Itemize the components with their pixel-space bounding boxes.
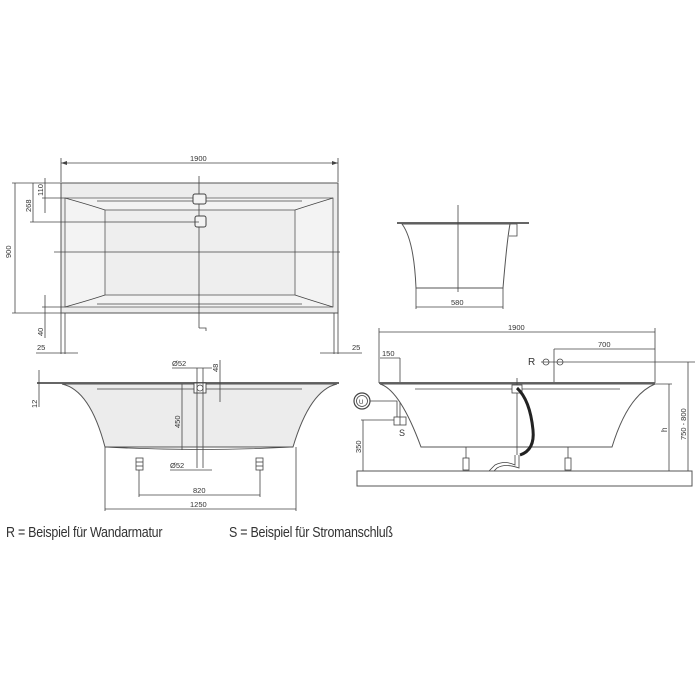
dim-25-right: 25 xyxy=(352,343,360,352)
dim-length-top: 1900 xyxy=(190,154,207,163)
dim-width-top: 900 xyxy=(4,245,13,258)
foot-installed-right xyxy=(564,447,572,471)
label-r: R xyxy=(528,357,535,368)
dim-40: 40 xyxy=(36,328,45,336)
dim-bottom-width: 580 xyxy=(451,298,464,307)
label-s: S xyxy=(399,428,405,438)
label-h: h xyxy=(660,428,669,432)
foot-installed-left xyxy=(462,447,470,471)
dim-110: 110 xyxy=(36,184,45,196)
dim-socket-offset: 150 xyxy=(382,349,395,358)
outlet-glyph: U xyxy=(359,400,363,406)
end-view: 580 xyxy=(397,205,529,309)
legend-r-note: R = Beispiel für Wandarmatur xyxy=(6,525,163,541)
front-view: Ø52 48 450 12 Ø52 820 1250 xyxy=(30,359,339,511)
dim-total-height: 750 - 800 xyxy=(679,408,688,440)
dim-25-left: 25 xyxy=(37,343,45,352)
foot-left xyxy=(135,457,144,471)
dim-length-installed: 1900 xyxy=(508,323,525,332)
dim-overflow-diameter: Ø52 xyxy=(172,359,186,368)
dim-socket-height: 350 xyxy=(354,440,363,453)
dim-base-length: 1250 xyxy=(190,500,207,509)
dim-rim: 12 xyxy=(30,400,39,408)
dim-268: 268 xyxy=(24,199,33,212)
dim-depth: 450 xyxy=(173,415,182,428)
installed-view: 1900 700 R 150 U S 350 xyxy=(353,323,695,487)
dim-drain-diameter: Ø52 xyxy=(170,461,184,470)
dim-48: 48 xyxy=(211,364,220,372)
foot-right xyxy=(255,457,264,471)
dim-feet-spacing: 820 xyxy=(193,486,206,495)
dim-tap-offset: 700 xyxy=(598,340,611,349)
top-view: 1900 900 268 110 xyxy=(4,154,362,354)
legend-s-note: S = Beispiel für Stromanschluß xyxy=(229,525,393,541)
